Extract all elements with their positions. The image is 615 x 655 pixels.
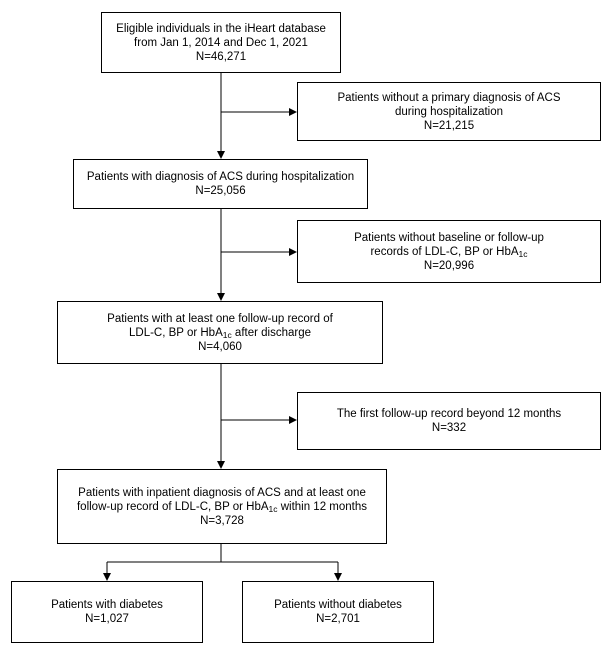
excluded-no-records-box: Patients without baseline or follow-up r… [297, 220, 601, 283]
excluded1-line2: during hospitalization [394, 105, 504, 118]
excluded-no-primary-acs-box: Patients without a primary diagnosis of … [297, 82, 601, 141]
followup-after-discharge-box: Patients with at least one follow-up rec… [57, 301, 383, 364]
excluded1-line1: Patients without a primary diagnosis of … [337, 91, 561, 104]
excluded2-line2: records of LDL-C, BP or HbA1c [370, 245, 528, 259]
excluded-beyond-12-months-box: The first follow-up record beyond 12 mon… [297, 392, 601, 450]
final-line1: Patients with inpatient diagnosis of ACS… [78, 486, 366, 499]
final-line2: follow-up record of LDL-C, BP or HbA1c w… [76, 500, 368, 514]
with-diabetes-label: Patients with diabetes [51, 599, 163, 611]
followup-line2: LDL-C, BP or HbA1c after discharge [129, 326, 311, 340]
excluded2-line1: Patients without baseline or follow-up [354, 231, 544, 244]
without-diabetes-box: Patients without diabetes N=2,701 [242, 581, 434, 643]
eligible-line2: from Jan 1, 2014 and Dec 1, 2021 [134, 36, 308, 49]
eligible-count: N=46,271 [195, 50, 247, 63]
followup-count: N=4,060 [198, 340, 242, 353]
acs-hospitalization-box: Patients with diagnosis of ACS during ho… [73, 159, 368, 209]
eligible-individuals-box: Eligible individuals in the iHeart datab… [101, 12, 341, 73]
eligible-line1: Eligible individuals in the iHeart datab… [116, 22, 326, 35]
acs-count: N=25,056 [195, 185, 246, 197]
excluded2-count: N=20,996 [423, 259, 475, 272]
excluded3-line1: The first follow-up record beyond 12 mon… [336, 408, 562, 420]
final-count: N=3,728 [200, 514, 244, 527]
without-diabetes-label: Patients without diabetes [274, 599, 402, 611]
with-diabetes-count: N=1,027 [85, 613, 129, 625]
excluded3-count: N=332 [431, 422, 467, 434]
without-diabetes-count: N=2,701 [316, 613, 360, 625]
final-cohort-box: Patients with inpatient diagnosis of ACS… [57, 469, 387, 544]
with-diabetes-box: Patients with diabetes N=1,027 [11, 581, 203, 643]
excluded1-count: N=21,215 [423, 119, 475, 132]
acs-line1: Patients with diagnosis of ACS during ho… [86, 171, 355, 183]
followup-line1: Patients with at least one follow-up rec… [107, 312, 333, 325]
